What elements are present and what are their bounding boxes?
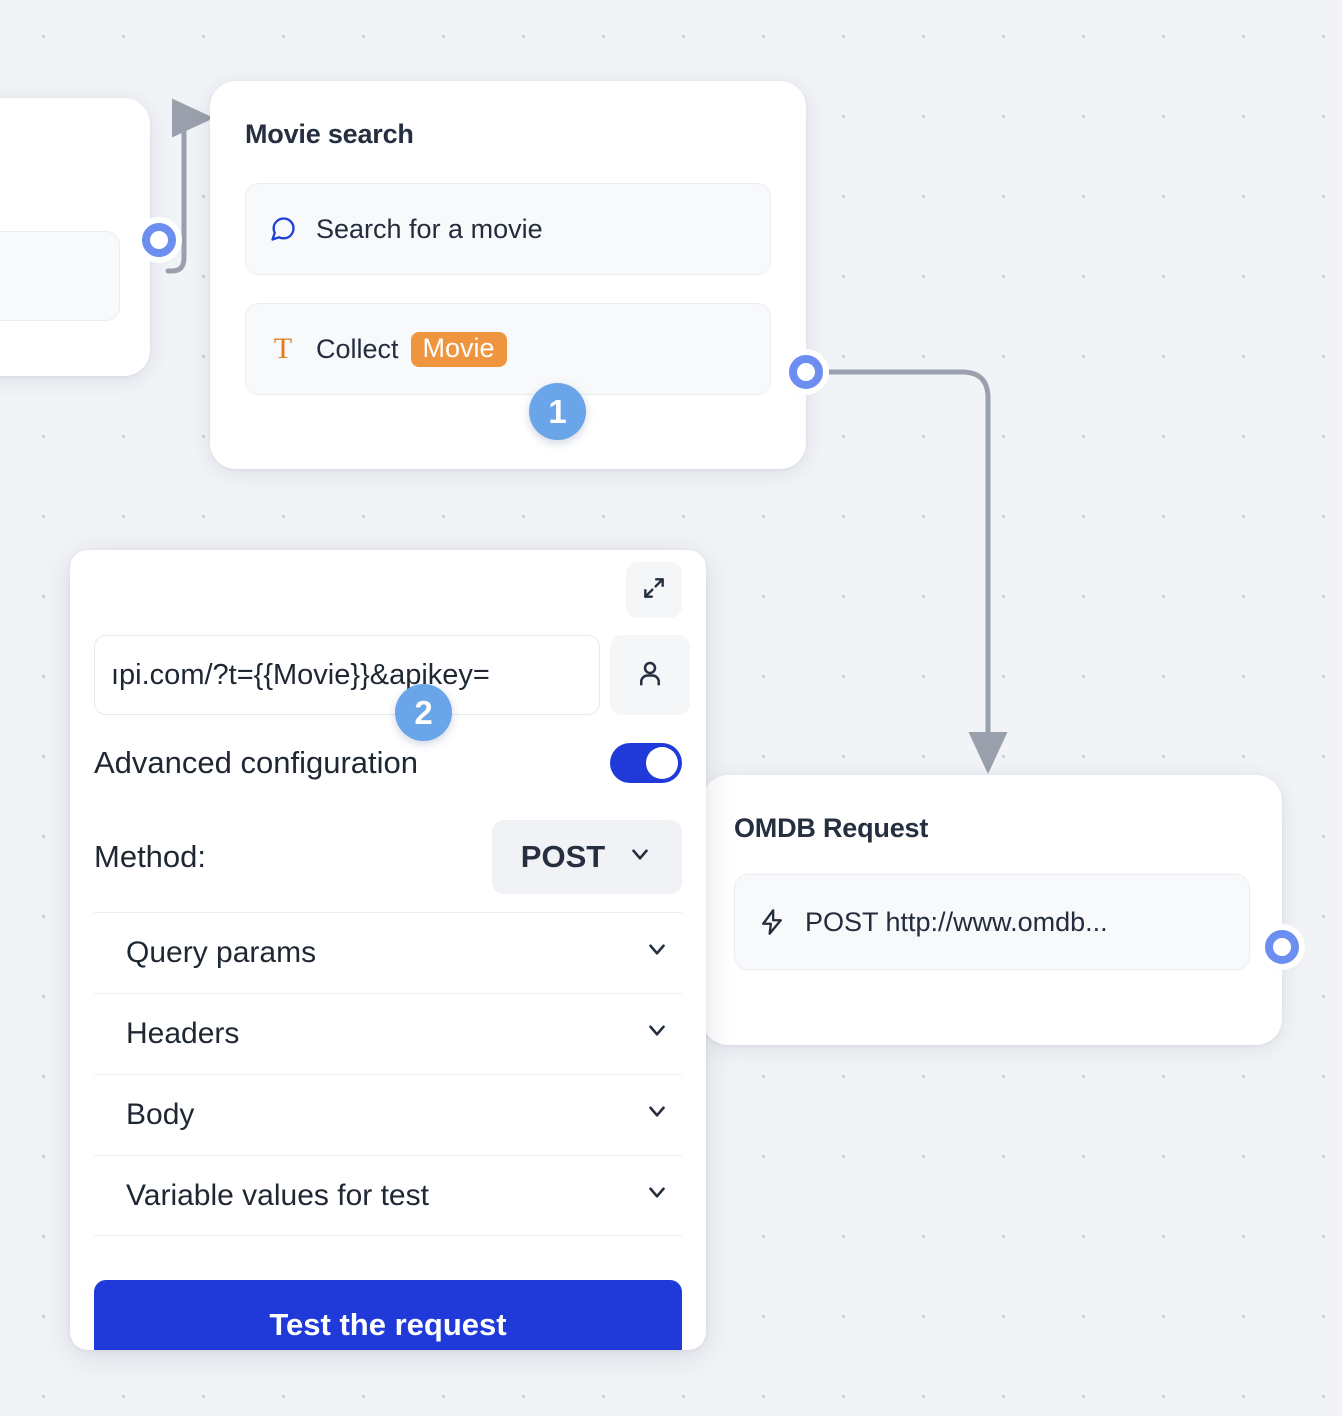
node-row-search-label: Search for a movie	[316, 213, 543, 244]
method-value: POST	[520, 839, 606, 874]
node-partial-left-output-port[interactable]	[142, 223, 176, 257]
expand-panel-button[interactable]	[626, 562, 682, 618]
section-query-params-label: Query params	[126, 936, 317, 969]
method-select[interactable]: POST	[492, 820, 682, 894]
node-row-search-for-a-movie[interactable]: Search for a movie	[245, 183, 771, 275]
chevron-down-icon	[644, 1017, 670, 1051]
url-row[interactable]: ıpi.com/?t={{Movie}}&apikey=	[94, 635, 690, 715]
expand-diagonal-icon	[641, 575, 667, 606]
chevron-down-icon	[644, 1179, 670, 1213]
url-auth-button[interactable]	[610, 635, 690, 715]
node-movie-search[interactable]: Movie search Search for a movie T Collec…	[210, 81, 823, 469]
node-movie-search-title: Movie search	[245, 119, 414, 149]
node-row-post-request[interactable]: POST http://www.omdb...	[734, 874, 1250, 970]
advanced-configuration-label: Advanced configuration	[94, 745, 419, 780]
text-variable-icon: T	[273, 332, 293, 365]
node-partial-left[interactable]	[0, 98, 176, 376]
node-row-collect-label: Collect	[316, 333, 399, 364]
node-row-collect-movie[interactable]: T Collect Movie	[245, 303, 771, 395]
advanced-configuration-row[interactable]: Advanced configuration	[94, 743, 682, 783]
node-partial-left-row[interactable]	[0, 231, 120, 321]
test-the-request-button[interactable]: Test the request	[94, 1280, 682, 1350]
edge-movie-to-omdb	[825, 369, 1008, 775]
method-row: Method: POST	[94, 820, 682, 894]
section-headers[interactable]: Headers	[94, 993, 682, 1074]
section-body[interactable]: Body	[94, 1074, 682, 1155]
variable-pill-movie[interactable]: Movie	[410, 331, 507, 367]
lightning-bolt-icon	[757, 907, 787, 937]
person-icon	[635, 658, 665, 693]
speech-bubble-icon	[268, 215, 298, 243]
node-row-post-label: POST http://www.omdb...	[805, 906, 1108, 937]
step-badge-1: 1	[529, 383, 586, 440]
toggle-knob	[646, 747, 678, 779]
chevron-down-icon	[644, 936, 670, 970]
section-query-params[interactable]: Query params	[94, 912, 682, 993]
request-config-panel[interactable]: ıpi.com/?t={{Movie}}&apikey= Advanced co…	[70, 550, 706, 1350]
node-movie-search-output-port[interactable]	[789, 355, 823, 389]
section-body-label: Body	[126, 1098, 195, 1131]
method-label: Method:	[94, 839, 207, 874]
request-url-input[interactable]: ıpi.com/?t={{Movie}}&apikey=	[94, 635, 600, 715]
section-variable-values-label: Variable values for test	[126, 1178, 429, 1212]
section-variable-values-for-test[interactable]: Variable values for test	[94, 1155, 682, 1236]
advanced-configuration-toggle[interactable]	[610, 743, 682, 783]
chevron-down-icon	[627, 839, 653, 875]
node-omdb-request[interactable]: OMDB Request POST http://www.omdb...	[702, 775, 1299, 1045]
node-omdb-request-output-port[interactable]	[1265, 930, 1299, 964]
section-headers-label: Headers	[126, 1017, 240, 1050]
chevron-down-icon	[644, 1098, 670, 1132]
node-omdb-request-title: OMDB Request	[734, 813, 929, 843]
step-badge-2: 2	[395, 684, 452, 741]
config-sections: Query params Headers Body Variable value…	[94, 912, 682, 1236]
